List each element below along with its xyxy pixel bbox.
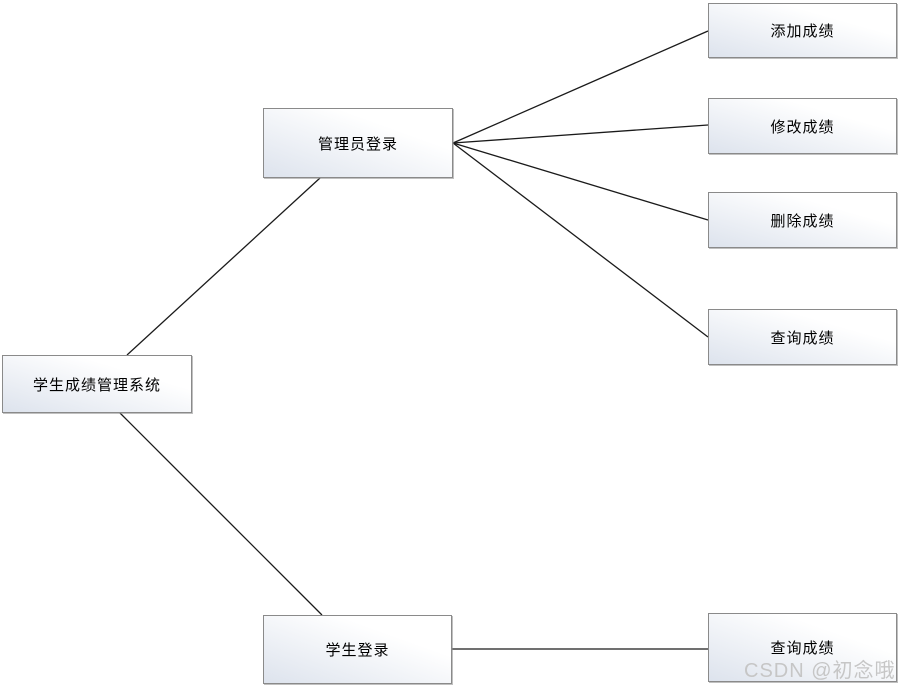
node-delete-score: 删除成绩 (708, 192, 897, 248)
node-delete-score-label: 删除成绩 (770, 212, 835, 230)
node-admin-login-label: 管理员登录 (317, 135, 398, 153)
node-query-score-student-label: 查询成绩 (770, 640, 835, 657)
edge-root-to-student-login (119, 412, 323, 616)
node-add-score-label: 添加成绩 (770, 23, 835, 40)
node-root: 学生成绩管理系统 (2, 355, 192, 413)
node-admin-login: 管理员登录 (263, 108, 453, 178)
edge-admin-login-to-query-score (452, 142, 709, 338)
node-student-login: 学生登录 (263, 615, 452, 684)
edge-admin-login-to-add-score (452, 30, 709, 144)
node-query-score-admin-label: 查询成绩 (770, 329, 835, 347)
node-add-score: 添加成绩 (708, 3, 897, 58)
node-modify-score-label: 修改成绩 (770, 118, 835, 136)
node-student-login-label: 学生登录 (325, 642, 390, 659)
node-modify-score: 修改成绩 (708, 98, 897, 154)
node-root-label: 学生成绩管理系统 (32, 376, 161, 394)
node-query-score-student: 查询成绩 (708, 613, 897, 682)
node-query-score-admin: 查询成绩 (708, 309, 897, 365)
edge-admin-login-to-modify-score (452, 124, 709, 144)
edge-root-to-admin-login (126, 177, 321, 356)
edge-admin-login-to-delete-score (452, 142, 709, 221)
